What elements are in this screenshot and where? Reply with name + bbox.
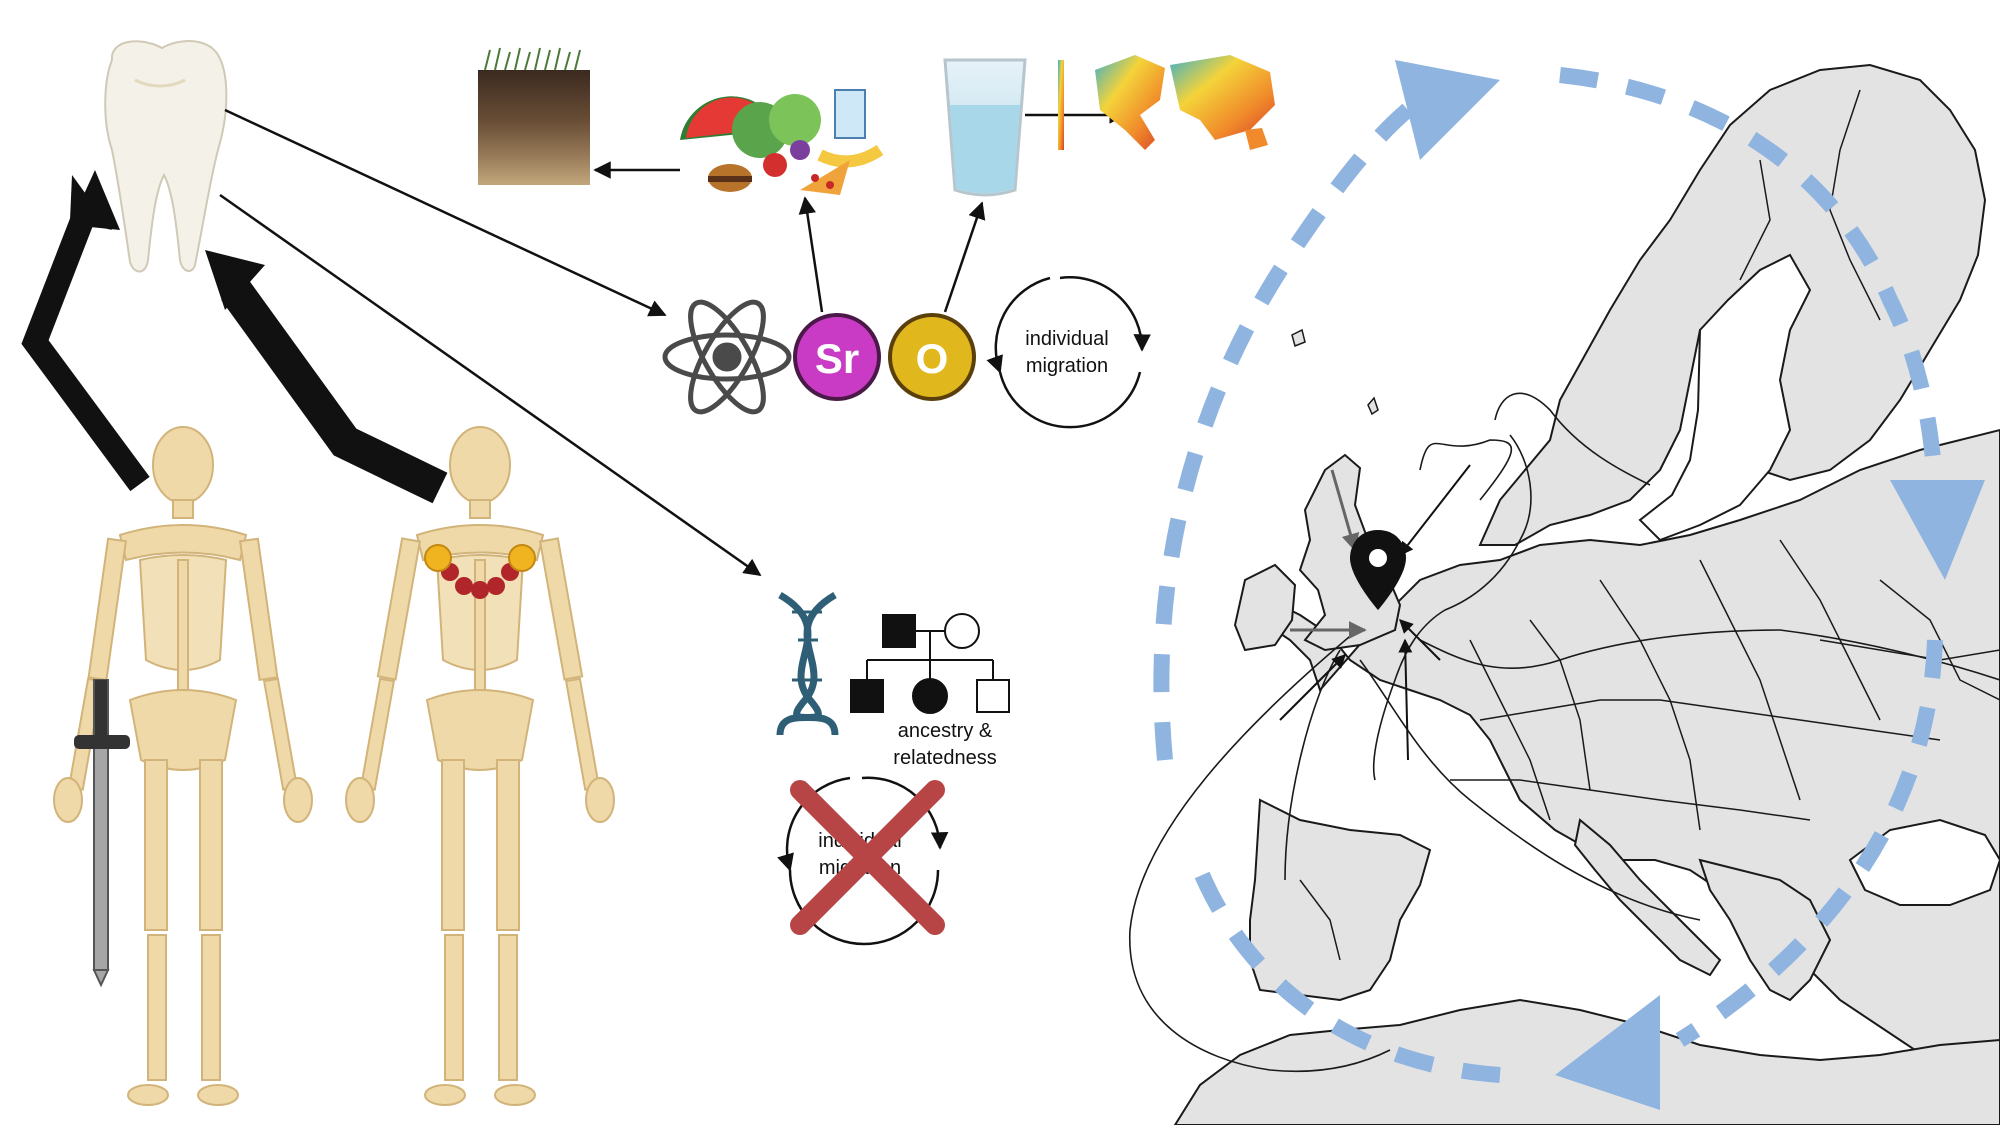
water-glass-icon [943, 58, 1027, 197]
map-ireland [1233, 563, 1297, 652]
soil-layers-icon [478, 47, 590, 185]
skeleton-with-necklace [345, 426, 615, 1106]
tooth-icon [104, 40, 228, 273]
route-arrow-southwest [1279, 654, 1346, 721]
world-heatmap-icon [1058, 55, 1275, 150]
dashed-arrow-head-bottom [1555, 995, 1660, 1110]
strontium-isotope: Sr [793, 313, 881, 401]
dashed-arrow-head-right [1890, 480, 1985, 580]
skull [152, 426, 214, 504]
route-arrow-scandinavia [1399, 464, 1471, 557]
thick-arrow-right-head [205, 250, 265, 310]
thick-arrow-right [221, 280, 448, 504]
skeleton-with-sword [53, 426, 313, 1106]
oxygen-isotope: O [888, 313, 976, 401]
arrow-sr-to-food [798, 196, 824, 313]
thick-arrow-left [21, 195, 150, 492]
circulation-arrows [1153, 60, 1985, 1110]
europe-map [1129, 60, 2000, 1125]
ancestry-label-line1: ancestry & [898, 720, 993, 742]
map-shetland [1367, 396, 1379, 416]
food-icon [680, 89, 884, 195]
migration-label-line1: individual [1025, 328, 1108, 350]
oxygen-symbol: O [916, 335, 949, 382]
map-faroe [1291, 328, 1306, 348]
migration-label-line2: migration [1026, 355, 1108, 377]
dashed-arrow-head-top [1395, 60, 1500, 160]
migration-routes [1129, 392, 2000, 1073]
cross-icon [790, 780, 945, 935]
map-italy [1573, 818, 1722, 977]
arrow-o-to-water [943, 201, 986, 313]
arrow-tooth-to-dna [219, 193, 762, 577]
route-arrow-south [1398, 638, 1413, 761]
ancestry-label-line2: relatedness [893, 747, 996, 769]
route-arrow-east [1399, 619, 1441, 661]
skull [449, 426, 511, 504]
atom-icon [662, 299, 792, 415]
thick-arrow-left-head2 [70, 170, 120, 230]
strontium-symbol: Sr [815, 335, 859, 382]
route-arrow-north [1330, 469, 1360, 552]
map-iberia [1249, 798, 1432, 1002]
migration-cycle-crossed-icon: individual migration [777, 776, 949, 946]
map-pin-icon [1350, 530, 1406, 610]
migration-cycle-icon: individual migration [986, 276, 1151, 429]
pedigree-icon [850, 613, 1010, 714]
sword-icon [74, 679, 130, 988]
map-balkans [1698, 858, 1832, 1002]
necklace-icon [424, 544, 536, 599]
arrow-tooth-to-atom [224, 108, 667, 317]
map-baltic-sea [1638, 253, 1812, 542]
dna-icon [776, 591, 839, 736]
